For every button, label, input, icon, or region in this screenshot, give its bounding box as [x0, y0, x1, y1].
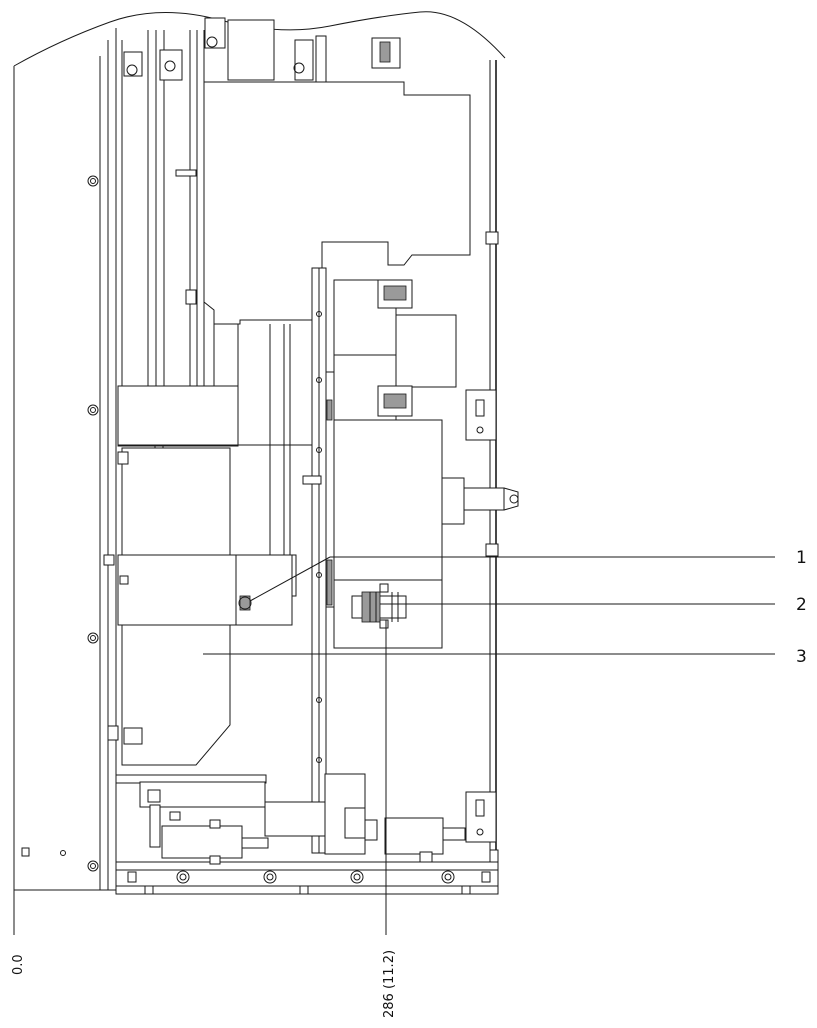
bottom-connectors: [115, 773, 466, 865]
central-busbar: [302, 267, 335, 854]
dimension-origin-label: 0.0: [11, 954, 26, 975]
vertical-rails: [117, 30, 320, 449]
callout-1-label: 1: [796, 548, 807, 568]
dimensions: 0.0 286 (11.2): [11, 620, 397, 1018]
dimension-terminal-label: 286 (11.2): [382, 950, 397, 1018]
right-wall-tabs: [465, 231, 499, 863]
terminal-assembly: [333, 279, 519, 649]
callout-3-label: 3: [796, 647, 807, 667]
left-terminal-block: [103, 447, 297, 766]
cabinet-enclosure: [13, 11, 506, 895]
upper-assembly: [123, 17, 471, 560]
callouts: 1 2 3: [203, 548, 807, 667]
callout-1-leader: [249, 556, 331, 602]
callout-2-label: 2: [796, 595, 807, 615]
